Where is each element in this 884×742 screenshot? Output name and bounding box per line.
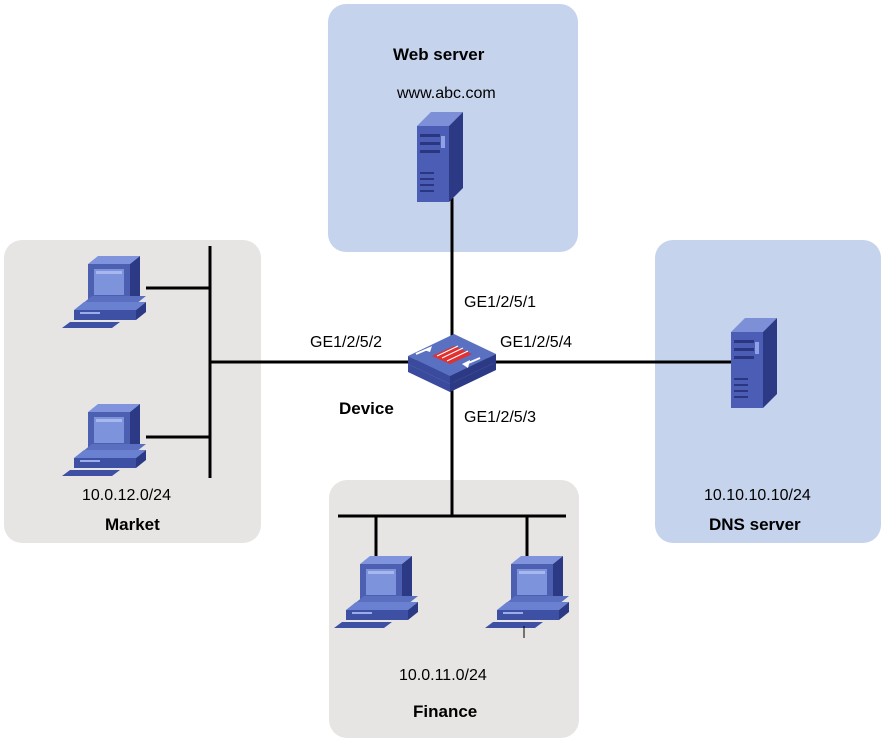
port-label-up: GE1/2/5/1	[464, 294, 537, 311]
dns-server-title: DNS server	[709, 515, 801, 534]
market-subnet: 10.0.12.0/24	[82, 487, 171, 504]
market-zone	[4, 240, 261, 543]
web-server-icon	[417, 112, 463, 202]
web-server-url: www.abc.com	[397, 85, 496, 102]
finance-title: Finance	[413, 702, 478, 721]
dns-server-icon	[731, 318, 777, 408]
port-label-right: GE1/2/5/4	[500, 334, 573, 351]
dns-address: 10.10.10.10/24	[704, 487, 811, 504]
market-title: Market	[105, 515, 160, 534]
firewall-device-icon	[408, 334, 496, 392]
port-label-left: GE1/2/5/2	[310, 334, 383, 351]
finance-subnet: 10.0.11.0/24	[399, 667, 487, 684]
port-label-down: GE1/2/5/3	[464, 409, 537, 426]
device-name: Device	[339, 399, 394, 418]
web-server-title: Web server	[393, 45, 485, 64]
finance-zone	[329, 480, 579, 738]
